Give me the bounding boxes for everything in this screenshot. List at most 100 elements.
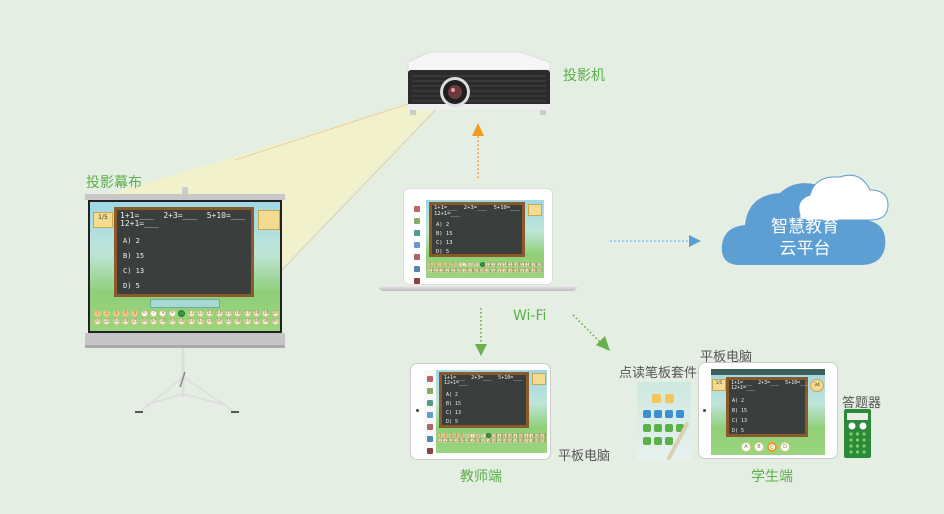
student-number-dot[interactable]: 2 [443, 433, 448, 438]
student-number-dot[interactable]: 22 [443, 438, 450, 443]
student-number-dot[interactable]: 30 [479, 267, 486, 273]
teacher-play-button[interactable] [532, 373, 546, 385]
student-number-dot[interactable]: 5 [131, 310, 139, 317]
student-number-dot[interactable]: 12 [497, 433, 504, 438]
student-number-dot[interactable]: 13 [502, 433, 509, 438]
student-number-dot[interactable]: 7 [470, 433, 475, 438]
student-number-dot[interactable]: 26 [456, 267, 463, 273]
student-number-dot[interactable]: 11 [187, 310, 195, 317]
student-number-dot[interactable]: 3 [448, 433, 454, 438]
student-number-dot[interactable]: 35 [513, 438, 520, 443]
student-number-dot[interactable]: 3 [112, 310, 120, 317]
student-number-dot[interactable]: 32 [196, 318, 204, 325]
student-number-dot[interactable]: 28 [468, 267, 475, 273]
student-number-dot[interactable]: 23 [112, 318, 120, 325]
student-number-dot[interactable]: 36 [518, 438, 525, 443]
student-number-dot[interactable]: 19 [534, 433, 541, 438]
student-number-dot[interactable]: 22 [103, 318, 111, 325]
student-number-dot[interactable]: 2 [433, 262, 439, 267]
student-number-dot[interactable]: 20 [536, 262, 543, 267]
student-number-dot[interactable]: 2 [103, 310, 111, 317]
student-number-dot[interactable]: 15 [224, 310, 232, 317]
student-number-dot[interactable]: 20 [540, 433, 547, 438]
student-number-dot[interactable]: 38 [525, 267, 532, 273]
student-number-dot[interactable]: 11 [485, 262, 492, 267]
student-number-dot[interactable]: 31 [187, 318, 195, 325]
student-number-dot[interactable]: 38 [252, 318, 260, 325]
student-number-dot[interactable]: 36 [234, 318, 242, 325]
student-number-dot[interactable]: 4 [445, 262, 451, 267]
student-number-dot[interactable]: 25 [450, 267, 457, 273]
student-number-dot[interactable]: 27 [150, 318, 158, 325]
student-number-dot[interactable]: 10 [486, 433, 493, 438]
student-number-dot[interactable]: 31 [485, 267, 492, 273]
laptop-play-button[interactable] [528, 204, 542, 216]
student-number-dot[interactable]: 26 [464, 438, 471, 443]
choice-b-button[interactable]: B [754, 442, 764, 452]
student-number-dot[interactable]: 23 [439, 267, 446, 273]
student-number-dot[interactable]: 39 [531, 267, 538, 273]
student-number-dot[interactable]: 12 [490, 262, 498, 267]
student-number-dot[interactable]: 14 [502, 262, 509, 267]
student-number-dot[interactable]: 10 [479, 262, 486, 267]
student-number-dot[interactable]: 6 [456, 262, 462, 267]
student-number-dot[interactable]: 7 [150, 310, 158, 317]
choice-a-button[interactable]: A [741, 442, 751, 452]
student-number-dot[interactable]: 22 [433, 267, 440, 273]
student-number-dot[interactable]: 32 [490, 267, 498, 273]
student-number-dot[interactable]: 26 [140, 318, 148, 325]
student-number-dot[interactable]: 15 [508, 262, 515, 267]
play-button[interactable] [258, 210, 280, 230]
student-number-dot[interactable]: 37 [243, 318, 251, 325]
student-number-dot[interactable]: 29 [481, 438, 488, 443]
student-number-dot[interactable]: 1 [428, 262, 433, 267]
student-number-dot[interactable]: 29 [168, 318, 176, 325]
student-number-dot[interactable]: 17 [524, 433, 531, 438]
student-number-dot[interactable]: 4 [122, 310, 130, 317]
student-number-dot[interactable]: 37 [524, 438, 531, 443]
student-number-dot[interactable]: 33 [496, 267, 503, 273]
student-number-dot[interactable]: 8 [475, 433, 481, 438]
student-number-dot[interactable]: 5 [450, 262, 456, 267]
student-number-dot[interactable]: 40 [271, 318, 279, 325]
student-number-dot[interactable]: 27 [470, 438, 477, 443]
student-number-dot[interactable]: 17 [519, 262, 526, 267]
student-number-dot[interactable]: 11 [491, 433, 498, 438]
student-number-dot[interactable]: 28 [475, 438, 482, 443]
choice-d-button[interactable]: D [780, 442, 790, 452]
student-number-dot[interactable]: 18 [525, 262, 532, 267]
student-number-dot[interactable]: 6 [140, 310, 148, 317]
student-number-dot[interactable]: 21 [438, 438, 445, 443]
student-number-dot[interactable]: 4 [454, 433, 459, 438]
student-number-dot[interactable]: 30 [178, 318, 186, 325]
student-number-dot[interactable]: 29 [473, 267, 480, 273]
student-number-dot[interactable]: 19 [262, 310, 270, 317]
student-number-dot[interactable]: 9 [168, 310, 176, 317]
student-number-dot[interactable]: 23 [448, 438, 455, 443]
student-number-dot[interactable]: 12 [196, 310, 204, 317]
student-number-dot[interactable]: 35 [224, 318, 232, 325]
student-number-dot[interactable]: 1 [94, 310, 101, 317]
student-number-dot[interactable]: 17 [243, 310, 251, 317]
student-number-dot[interactable]: 30 [486, 438, 493, 443]
student-number-dot[interactable]: 9 [481, 433, 486, 438]
student-number-dot[interactable]: 39 [534, 438, 541, 443]
student-number-dot[interactable]: 16 [518, 433, 525, 438]
student-number-dot[interactable]: 28 [159, 318, 167, 325]
student-number-dot[interactable]: 32 [497, 438, 504, 443]
choice-c-button[interactable]: C [767, 442, 777, 452]
student-number-dot[interactable]: 21 [428, 267, 435, 273]
student-number-dot[interactable]: 18 [252, 310, 260, 317]
student-number-dot[interactable]: 40 [540, 438, 547, 443]
student-number-dot[interactable]: 8 [468, 262, 474, 267]
student-number-dot[interactable]: 5 [459, 433, 464, 438]
student-number-dot[interactable]: 24 [445, 267, 452, 273]
student-number-dot[interactable]: 33 [502, 438, 509, 443]
student-number-dot[interactable]: 40 [536, 267, 543, 273]
student-number-dot[interactable]: 8 [159, 310, 167, 317]
student-number-dot[interactable]: 35 [508, 267, 515, 273]
student-number-dot[interactable]: 24 [454, 438, 461, 443]
student-number-dot[interactable]: 19 [531, 262, 538, 267]
student-number-dot[interactable]: 16 [513, 262, 520, 267]
student-number-dot[interactable]: 14 [215, 310, 223, 317]
